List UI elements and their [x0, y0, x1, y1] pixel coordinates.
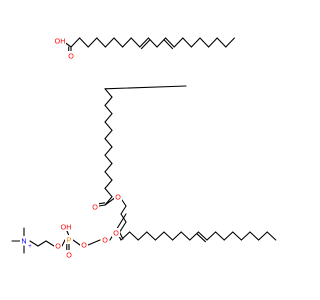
- phosphate-double-bond-oxygen-label: O: [66, 251, 72, 260]
- oleoyl-chain-bond: [215, 231, 225, 241]
- fatty-acid-chain-bond: [182, 37, 192, 48]
- atom-label-layer: OH O O O O O O OH P O O N +: [20, 36, 122, 260]
- choline-chain-bond: [45, 240, 55, 247]
- ester1-carbonyl-double-bond: [98, 202, 106, 205]
- oleoyl-chain-bond: [137, 231, 148, 241]
- glycerol-backbone-bond: [120, 205, 127, 215]
- oleoyl-chain-bond: [240, 231, 251, 241]
- ester2-link-oxygen-label: O: [102, 236, 108, 245]
- fatty-acid-chain-bond: [216, 37, 227, 48]
- oleoyl-chain-bond: [146, 231, 156, 241]
- oleoyl-chain-bond: [189, 231, 199, 241]
- fatty-acid-chain-bond: [122, 37, 132, 48]
- phosphate-bridge-oxygen-choline-label: O: [55, 242, 61, 251]
- oleoyl-chain-bond: [154, 231, 165, 241]
- fatty-acid-chain-bond: [130, 37, 141, 48]
- p-o-bridge-bond: [72, 239, 81, 246]
- palmitoyl-chain-bond: [104, 171, 113, 181]
- palmitoyl-chain-bond: [104, 121, 113, 131]
- oleoyl-chain-bond: [206, 231, 217, 241]
- fatty-acid-chain-bond: [96, 37, 106, 48]
- palmitoyl-chain-bond: [104, 88, 113, 98]
- fatty-acid-chain-bond: [79, 37, 89, 48]
- fatty-acid-chain-bond: [113, 37, 124, 48]
- fatty-acid-chain-bond: [139, 37, 149, 48]
- palmitoyl-chain-bond: [104, 162, 113, 173]
- p-o-choline-bond: [61, 239, 66, 247]
- oleoyl-chain-bond: [258, 231, 268, 241]
- chemical-structure-drawing: OH O O O O O O OH P O O N +: [11, 36, 277, 260]
- acid-carbonyl-oxygen-label: O: [68, 52, 74, 61]
- palmitoyl-chain-bond: [104, 138, 113, 148]
- fatty-acid-chain-bond: [70, 37, 81, 48]
- oleoyl-chain-double-bond: [196, 233, 206, 243]
- oleoyl-chain-bond: [180, 231, 191, 241]
- palmitoyl-chain-bond: [104, 85, 187, 90]
- ammonium-nitrogen-label: N: [21, 237, 26, 246]
- oleoyl-chain-bond: [232, 231, 242, 241]
- oleoyl-chain-bond: [172, 231, 182, 241]
- oleoyl-chain-bond: [249, 231, 260, 241]
- oleoyl-chain-bond: [197, 231, 208, 241]
- palmitoyl-chain-bond: [104, 104, 113, 115]
- fatty-acid-chain-bond: [225, 37, 235, 48]
- fatty-acid-chain-bond: [190, 37, 201, 48]
- ammonium-charge-label: +: [28, 244, 32, 250]
- ester1-carbonyl-bond: [98, 204, 106, 207]
- fatty-acid-chain-bond: [199, 37, 210, 48]
- fatty-acid-chain-bond: [165, 37, 175, 48]
- ester2-carbonyl-oxygen-label: O: [113, 229, 119, 238]
- fatty-acid-chain-double-bond: [140, 39, 151, 50]
- fatty-acid-chain-bond: [173, 37, 184, 48]
- fatty-acid-chain-bond: [147, 37, 158, 48]
- fatty-acid-chain-bond: [208, 37, 218, 48]
- ester1-carbonyl-oxygen-label: O: [92, 203, 98, 212]
- oleoyl-chain-bond: [266, 231, 277, 241]
- fatty-acid-chain-bond: [104, 37, 115, 48]
- palmitoyl-chain-bond: [104, 146, 113, 156]
- palmitoyl-chain-bond: [104, 113, 113, 123]
- oleoyl-chain-bond: [223, 231, 234, 241]
- bond-layer: [11, 37, 277, 254]
- palmitoyl-chain-bond: [104, 187, 113, 198]
- ester1-link-oxygen-label: O: [115, 193, 121, 202]
- phosphate-hydroxyl-label: OH: [61, 223, 72, 232]
- phosphate-bridge-oxygen-glycerol-label: O: [81, 241, 87, 250]
- choline-chain-bond: [29, 240, 39, 247]
- fatty-acid-chain-bond: [87, 37, 98, 48]
- phosphate-o-c-bond: [87, 239, 101, 246]
- choline-chain-bond: [37, 240, 47, 247]
- acid-hydroxyl-label: OH: [55, 37, 66, 46]
- fatty-acid-chain-double-bond: [163, 39, 174, 50]
- oleoyl-chain-bond: [163, 231, 174, 241]
- palmitoyl-chain-bond: [104, 154, 113, 165]
- phosphorus-label: P: [67, 236, 72, 245]
- palmitoyl-chain-bond: [104, 129, 113, 140]
- palmitoyl-chain-bond: [104, 96, 113, 106]
- oleoyl-chain-bond: [129, 231, 139, 241]
- palmitoyl-chain-bond: [104, 179, 113, 189]
- glycerol-backbone-bond: [120, 221, 127, 231]
